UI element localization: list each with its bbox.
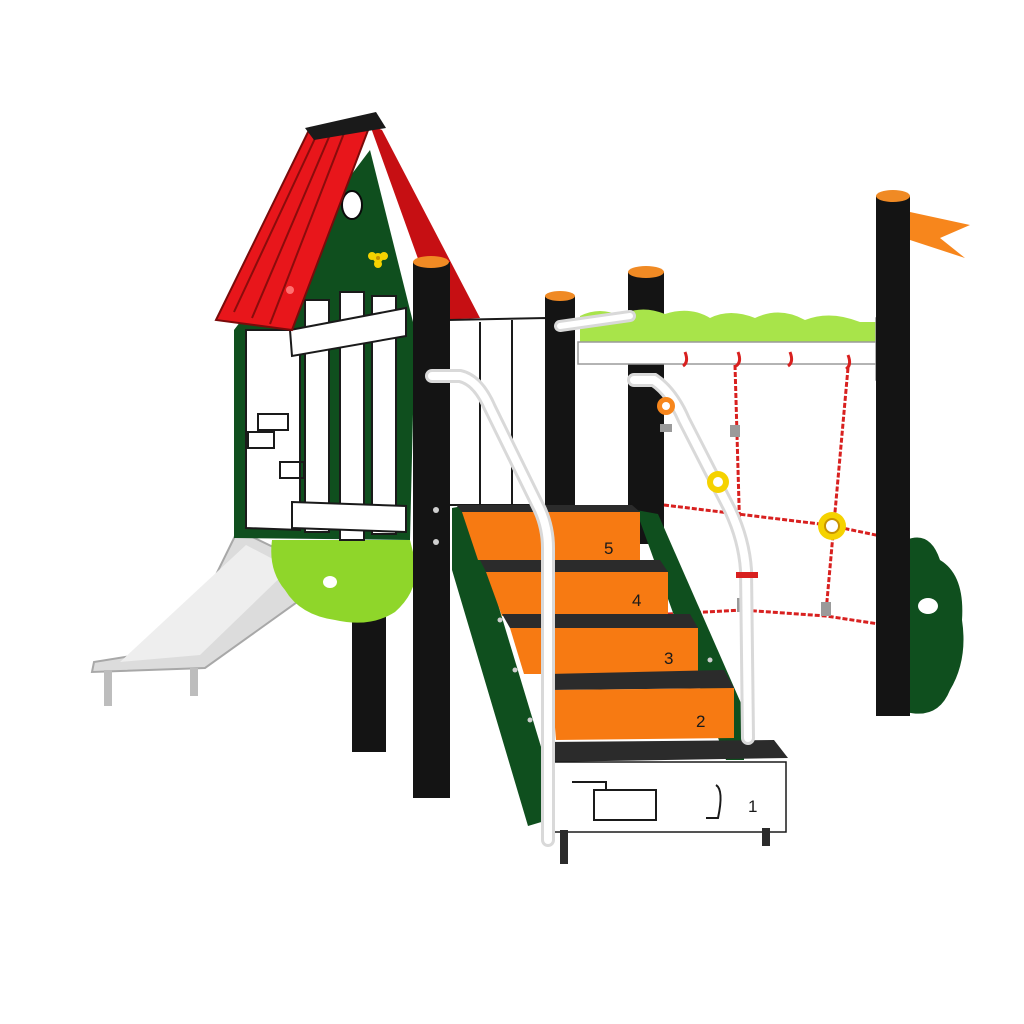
handrail-right [627,373,755,745]
step-4: 4 [480,560,668,616]
net-yellow-grip [818,512,846,540]
bush-hole [918,598,938,614]
orange-flag [910,212,970,258]
house-plank-gate [288,291,407,541]
step-1-box [543,761,787,833]
handrail-grip-yellow [707,471,729,493]
flag-post [876,190,910,716]
house-red-roof [214,112,480,332]
step-number-4: 4 [632,591,641,610]
top-crossbar [577,341,885,365]
step-number-5: 5 [604,539,613,558]
slide [90,528,301,706]
step-number-2: 2 [696,712,705,731]
slide-chute-inner [120,545,290,662]
rope-net [663,364,893,628]
handrail-clamp [736,572,758,578]
step-1: 1 [543,740,788,864]
flower-decoration [368,252,388,268]
handrail-left [425,369,555,847]
house-round-window [341,190,363,220]
step-3: 3 [502,614,698,674]
post-cap [413,256,449,268]
house-post-back [352,600,386,752]
slide-leg-right [190,668,198,696]
step-number-3: 3 [664,649,673,668]
step-number-1: 1 [748,797,757,816]
roof-ridge-cap [305,112,386,140]
stair-stringer-left [452,505,548,826]
handrail-grip-orange [657,397,675,415]
lime-bush-panel [271,540,416,623]
bush-hole [323,576,337,588]
step-2: 2 [548,670,734,740]
slide-leg-left [104,670,112,706]
right-green-bush [906,537,964,714]
front-left-post [413,256,450,798]
lime-topper-panel [580,309,880,350]
playhouse [214,112,480,752]
staircase: 5 4 3 2 1 [452,505,788,864]
